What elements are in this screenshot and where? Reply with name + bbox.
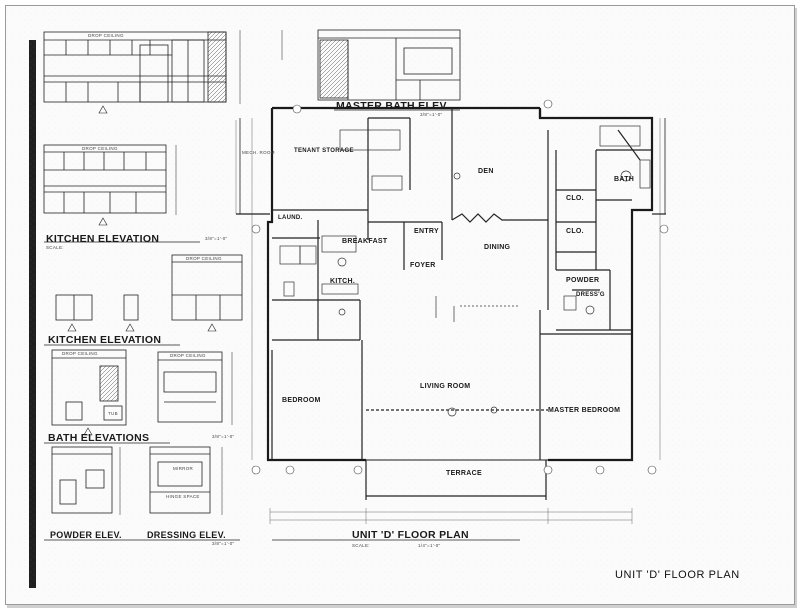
- room-tenant-storage: TENANT STORAGE: [294, 148, 354, 154]
- plan-fixtures: [279, 125, 651, 417]
- plan-scale-value: 1/4"=1'-0": [418, 543, 441, 548]
- master-bath-elevation: [281, 29, 461, 101]
- room-bedroom: BEDROOM: [282, 397, 321, 404]
- room-dining: DINING: [484, 244, 511, 251]
- master-bath-elevation-scale: 3/8"=1'-0": [420, 112, 443, 117]
- bath-elevations: [51, 349, 233, 436]
- kitchen-elevation-scale-value: 3/8"=1'-0": [205, 236, 228, 241]
- plan-scale-label: SCALE:: [352, 543, 370, 548]
- plan-dimension-lines: [44, 109, 666, 541]
- powder-dressing-elevations: [51, 446, 223, 515]
- kitchen-elevation-2: [43, 144, 177, 226]
- note-tub: TUB: [108, 411, 118, 416]
- room-foyer: FOYER: [410, 262, 436, 269]
- plan-interior-walls: [271, 108, 652, 500]
- note-drop-ceiling-5: DROP CEILING: [170, 353, 206, 358]
- kitchen-elevation-scale-label: SCALE:: [46, 245, 64, 250]
- note-hinge-space: HINGE SPACE: [166, 494, 200, 499]
- dressing-elevation-title: DRESSING ELEV.: [147, 530, 226, 540]
- room-laundry: LAUND.: [278, 215, 303, 221]
- note-drop-ceiling-3: DROP CEILING: [186, 256, 222, 261]
- bath-elevations-scale: 3/8"=1'-0": [212, 434, 235, 439]
- note-drop-ceiling-4: DROP CEILING: [62, 351, 98, 356]
- note-drop-ceiling-1: DROP CEILING: [88, 33, 124, 38]
- note-mirror: MIRROR: [173, 466, 194, 471]
- bath-elevations-title: BATH ELEVATIONS: [48, 432, 150, 444]
- room-closet-2: CLO.: [566, 228, 584, 235]
- plan-grid-bubbles: [251, 99, 669, 475]
- room-terrace: TERRACE: [446, 470, 482, 477]
- room-bath: BATH: [614, 176, 635, 183]
- room-powder: POWDER: [566, 277, 600, 284]
- kitchen-elevation-2-title: KITCHEN ELEVATION: [48, 334, 162, 346]
- room-mech: MECH. ROOM: [242, 150, 275, 155]
- sheet-title: UNIT 'D' FLOOR PLAN: [615, 569, 740, 581]
- kitchen-elevation-1: [43, 30, 241, 114]
- master-bath-elevation-title: MASTER BATH ELEV.: [336, 100, 450, 112]
- kitchen-elevation-title: KITCHEN ELEVATION: [46, 233, 160, 245]
- room-dressing: DRESS'G: [576, 292, 605, 298]
- plan-title: UNIT 'D' FLOOR PLAN: [352, 529, 469, 541]
- paper-grain: [6, 6, 792, 602]
- dressing-elevation-scale: 3/8"=1'-0": [212, 541, 235, 546]
- plan-exterior-walls: [266, 106, 654, 462]
- room-master-bedroom: MASTER BEDROOM: [548, 407, 621, 414]
- room-breakfast: BREAKFAST: [342, 238, 388, 245]
- room-kitchen: KITCH.: [330, 278, 356, 285]
- room-living: LIVING ROOM: [420, 383, 471, 390]
- room-closet-1: CLO.: [566, 195, 584, 202]
- room-den: DEN: [478, 168, 494, 175]
- room-entry: ENTRY: [414, 228, 439, 235]
- kitchen-elevation-3: [55, 254, 243, 332]
- note-drop-ceiling-2: DROP CEILING: [82, 146, 118, 151]
- powder-elevation-title: POWDER ELEV.: [50, 530, 122, 540]
